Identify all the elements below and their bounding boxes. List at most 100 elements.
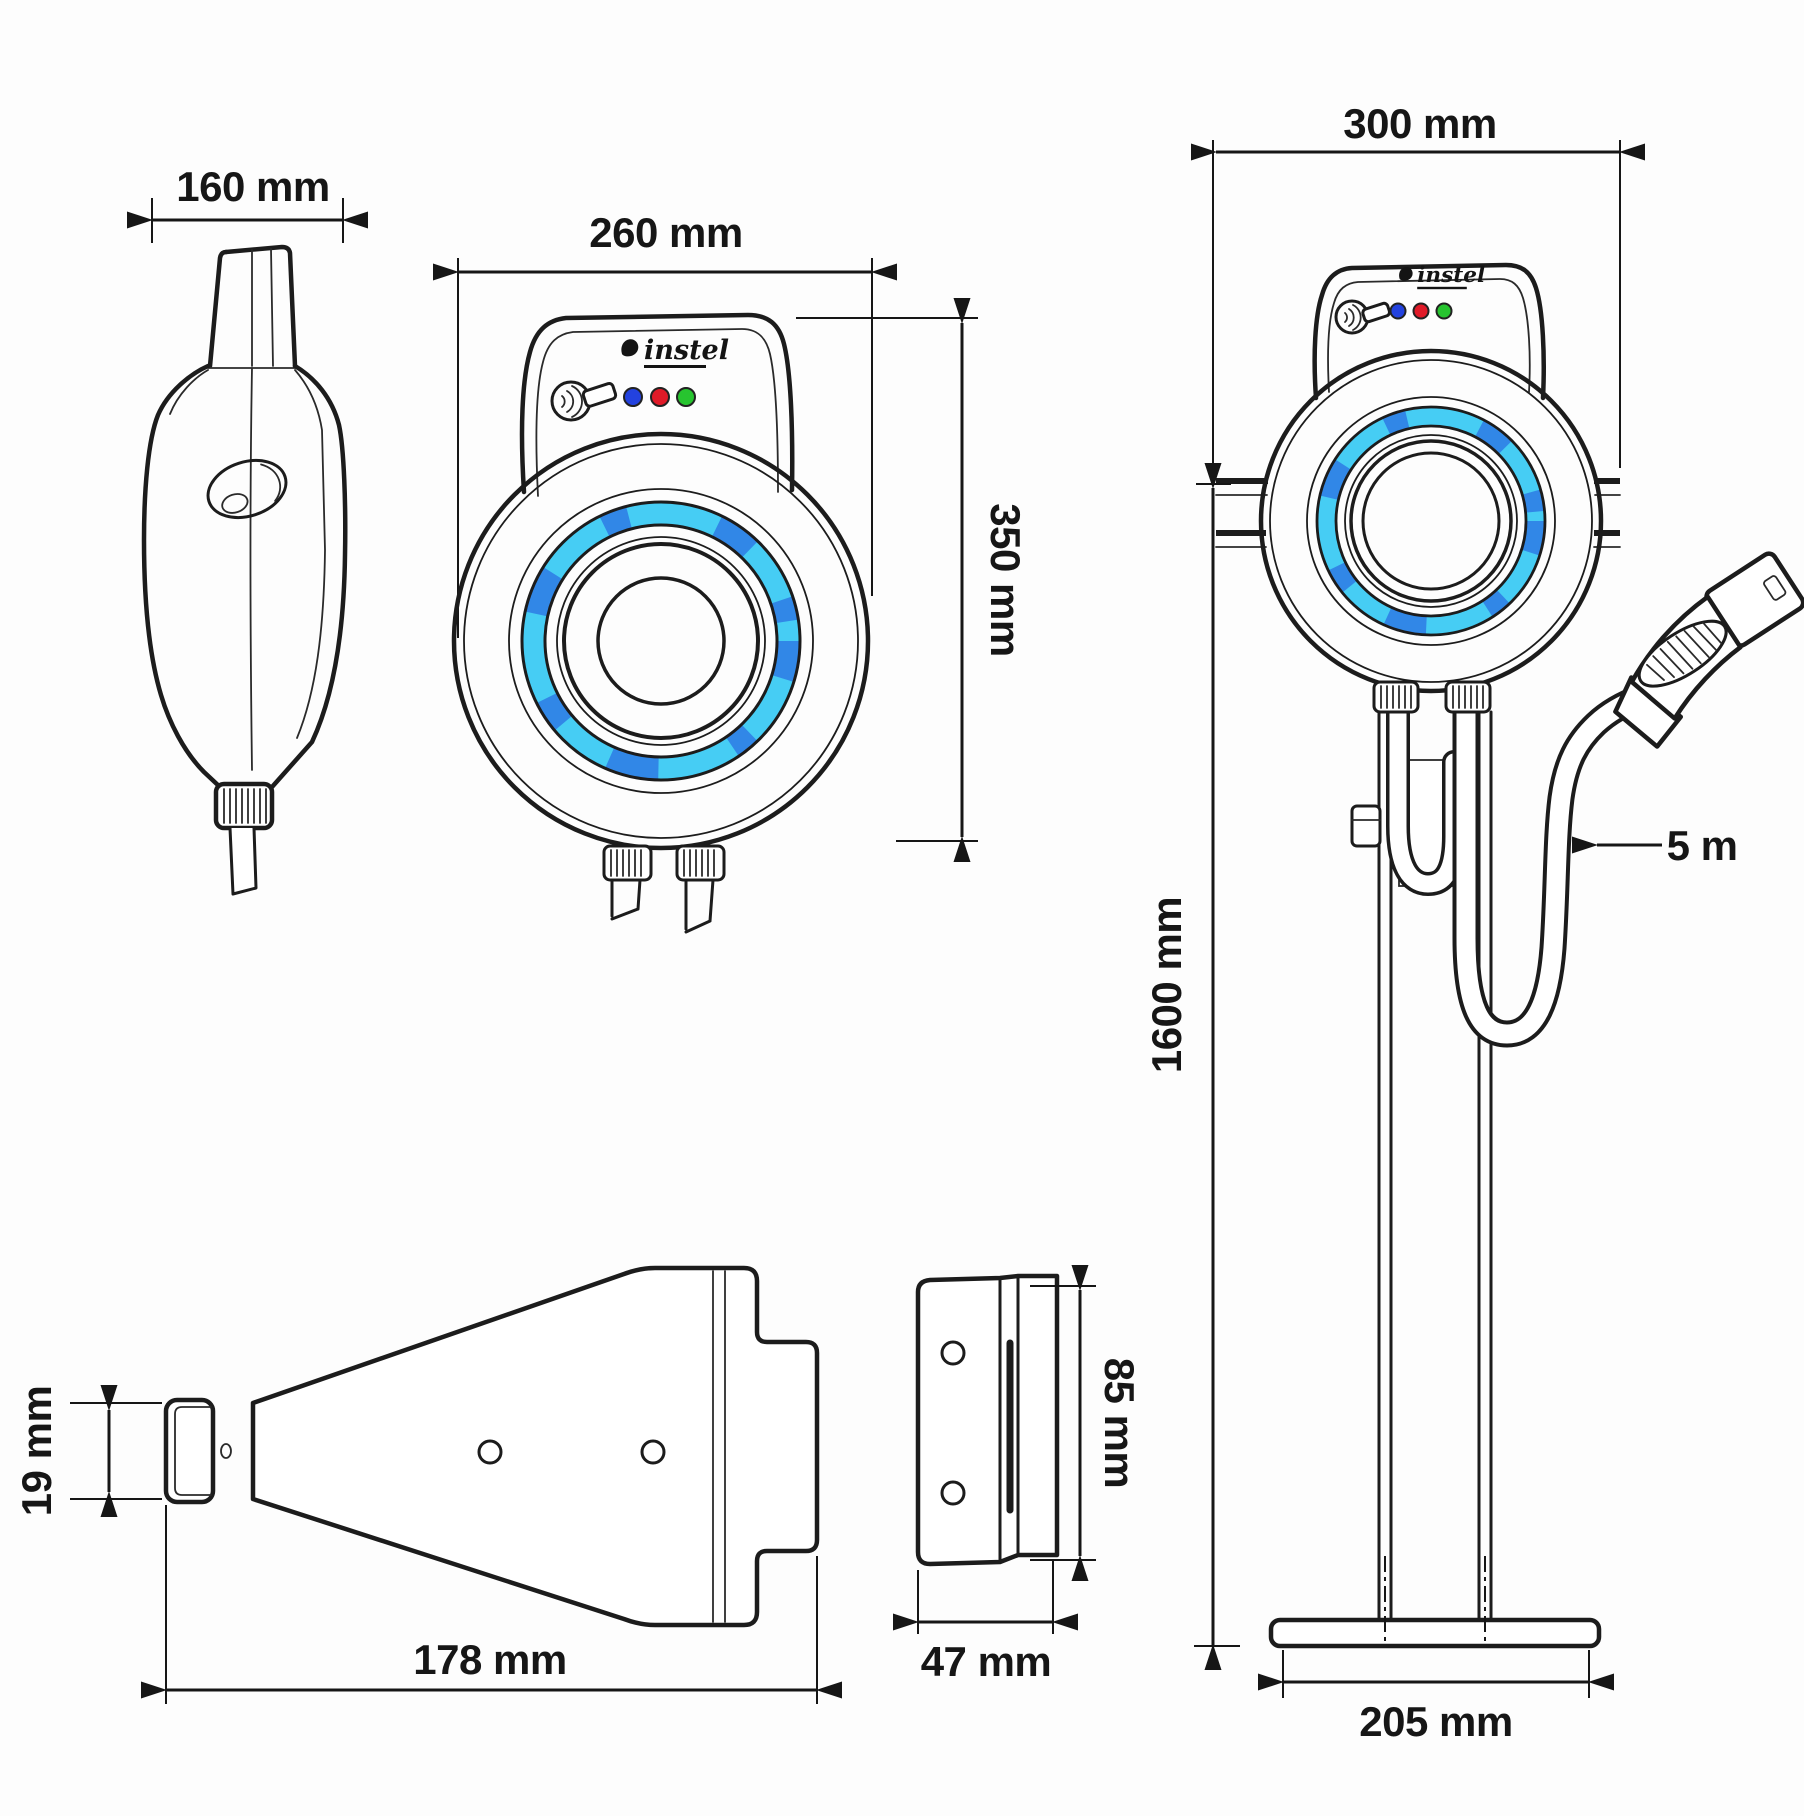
dim-plate-length-label: 178 mm — [413, 1636, 566, 1683]
face-panel-circle — [508, 488, 814, 794]
body-inner-contour — [169, 369, 209, 415]
bracket-outline — [915, 1273, 1060, 1567]
socket-recess-circle — [562, 542, 760, 740]
led-ring-mottle — [1318, 408, 1544, 634]
mounting-plate-top-view: 19 mm 178 mm — [13, 1265, 842, 1704]
dim-front-width: 260 mm — [433, 209, 897, 638]
plug-grip-ribs — [1646, 621, 1722, 681]
dim-base-width-label: 205 mm — [1359, 1698, 1512, 1745]
body-inner-circle — [463, 443, 859, 839]
dim-bracket-depth-label: 47 mm — [921, 1638, 1052, 1685]
body-left-outline — [141, 363, 223, 790]
cable-gland — [675, 844, 726, 882]
charger-round-body — [1258, 348, 1604, 694]
ring-outer-edge — [520, 500, 802, 782]
front-view: 260 mm 350 mm instel — [433, 209, 1029, 934]
callout-cable-length: 5 m — [1572, 822, 1738, 869]
dim-bracket-depth: 47 mm — [893, 1560, 1078, 1685]
logo-text: instel — [644, 335, 729, 366]
cable-gland — [1372, 680, 1420, 714]
dim-stand-width: 300 mm — [1191, 100, 1645, 483]
screw-hole — [940, 1340, 966, 1366]
dim-plate-thickness: 19 mm — [13, 1385, 162, 1517]
body-outer-circle — [1258, 348, 1604, 694]
body-outer-circle — [451, 431, 871, 851]
dim-base-width: 205 mm — [1258, 1650, 1614, 1745]
charger-round-body — [451, 431, 871, 851]
socket-bezel-circle — [556, 536, 766, 746]
wall-bracket-side-view: 85 mm 47 mm — [893, 1265, 1143, 1685]
bottom-cable-glands — [1372, 680, 1492, 714]
charging-cable — [1452, 684, 1654, 1048]
logo-underline — [1417, 286, 1467, 290]
dim-stand-height: 1600 mm — [1143, 463, 1240, 1670]
plate-funnel-outline — [250, 1265, 820, 1628]
screw-hole — [477, 1439, 503, 1465]
holster-right-edge — [223, 244, 298, 369]
logo-mark-icon — [1399, 267, 1413, 281]
plug-latch-slot — [1763, 575, 1787, 601]
dim-front-height: 350 mm — [796, 298, 1029, 862]
led-ring — [523, 503, 799, 779]
socket-latch-detail — [206, 459, 288, 519]
ring-inner-edge — [543, 523, 779, 759]
base-plate — [1268, 1617, 1602, 1649]
logo-underline — [644, 365, 706, 368]
supply-cable — [684, 878, 715, 934]
brand-logo: instel — [1399, 263, 1485, 290]
head-outline — [1312, 262, 1546, 401]
dim-bracket-height-label: 85 mm — [1096, 1358, 1143, 1489]
head-inner-line — [1327, 278, 1531, 393]
cable-hook-knob — [1350, 804, 1382, 848]
dim-bracket-height: 85 mm — [1030, 1265, 1143, 1581]
nfc-contactless-icon — [1334, 299, 1391, 335]
socket-bezel-circle — [1344, 434, 1518, 608]
dim-side-width: 160 mm — [127, 163, 368, 243]
cable-gland — [602, 844, 653, 882]
led-blue-icon — [623, 387, 643, 407]
socket-recess-circle — [1349, 439, 1513, 603]
socket-hole-circle — [596, 576, 726, 706]
body-center-seam — [249, 367, 253, 771]
led-green-icon — [676, 387, 696, 407]
mounting-rails — [1215, 478, 1621, 548]
charging-plug — [1613, 551, 1804, 749]
side-view: 160 mm — [127, 163, 368, 896]
status-leds — [623, 387, 696, 407]
nfc-contactless-icon — [550, 380, 618, 422]
dim-stand-width-label: 300 mm — [1343, 100, 1496, 147]
neck-hole — [220, 1443, 232, 1459]
neck-cap-inner-line — [174, 1406, 212, 1496]
bottom-cable-glands — [602, 844, 726, 934]
led-ring-mottle — [523, 503, 799, 779]
holster-left-edge — [207, 249, 229, 369]
socket-hole-circle — [1361, 451, 1501, 591]
led-green-icon — [1435, 302, 1453, 320]
charger-side-profile — [141, 244, 348, 896]
dim-front-height-label: 350 mm — [982, 503, 1029, 656]
dim-plate-thickness-label: 19 mm — [13, 1386, 60, 1517]
supply-cable — [610, 878, 642, 921]
ring-outer-edge — [1315, 405, 1547, 637]
logo-text: instel — [1417, 263, 1485, 288]
status-leds — [1389, 302, 1453, 320]
brand-logo: instel — [621, 335, 729, 368]
face-panel-circle — [1306, 396, 1556, 646]
holster-seam — [270, 248, 274, 367]
supply-cable — [228, 826, 258, 896]
head-outline — [519, 312, 795, 495]
dim-side-width-label: 160 mm — [176, 163, 329, 210]
led-red-icon — [650, 387, 670, 407]
dim-front-width-label: 260 mm — [589, 209, 742, 256]
pedestal-base — [1268, 1556, 1602, 1649]
gland-ribs — [1380, 685, 1484, 709]
body-right-outline — [269, 363, 348, 790]
nfc-card-icon — [581, 381, 618, 408]
screw-hole — [940, 1480, 966, 1506]
gland-ribs — [223, 788, 267, 824]
body-inner-circle — [1269, 359, 1593, 683]
cable-gland — [1444, 680, 1492, 714]
logo-mark-icon — [621, 339, 639, 357]
